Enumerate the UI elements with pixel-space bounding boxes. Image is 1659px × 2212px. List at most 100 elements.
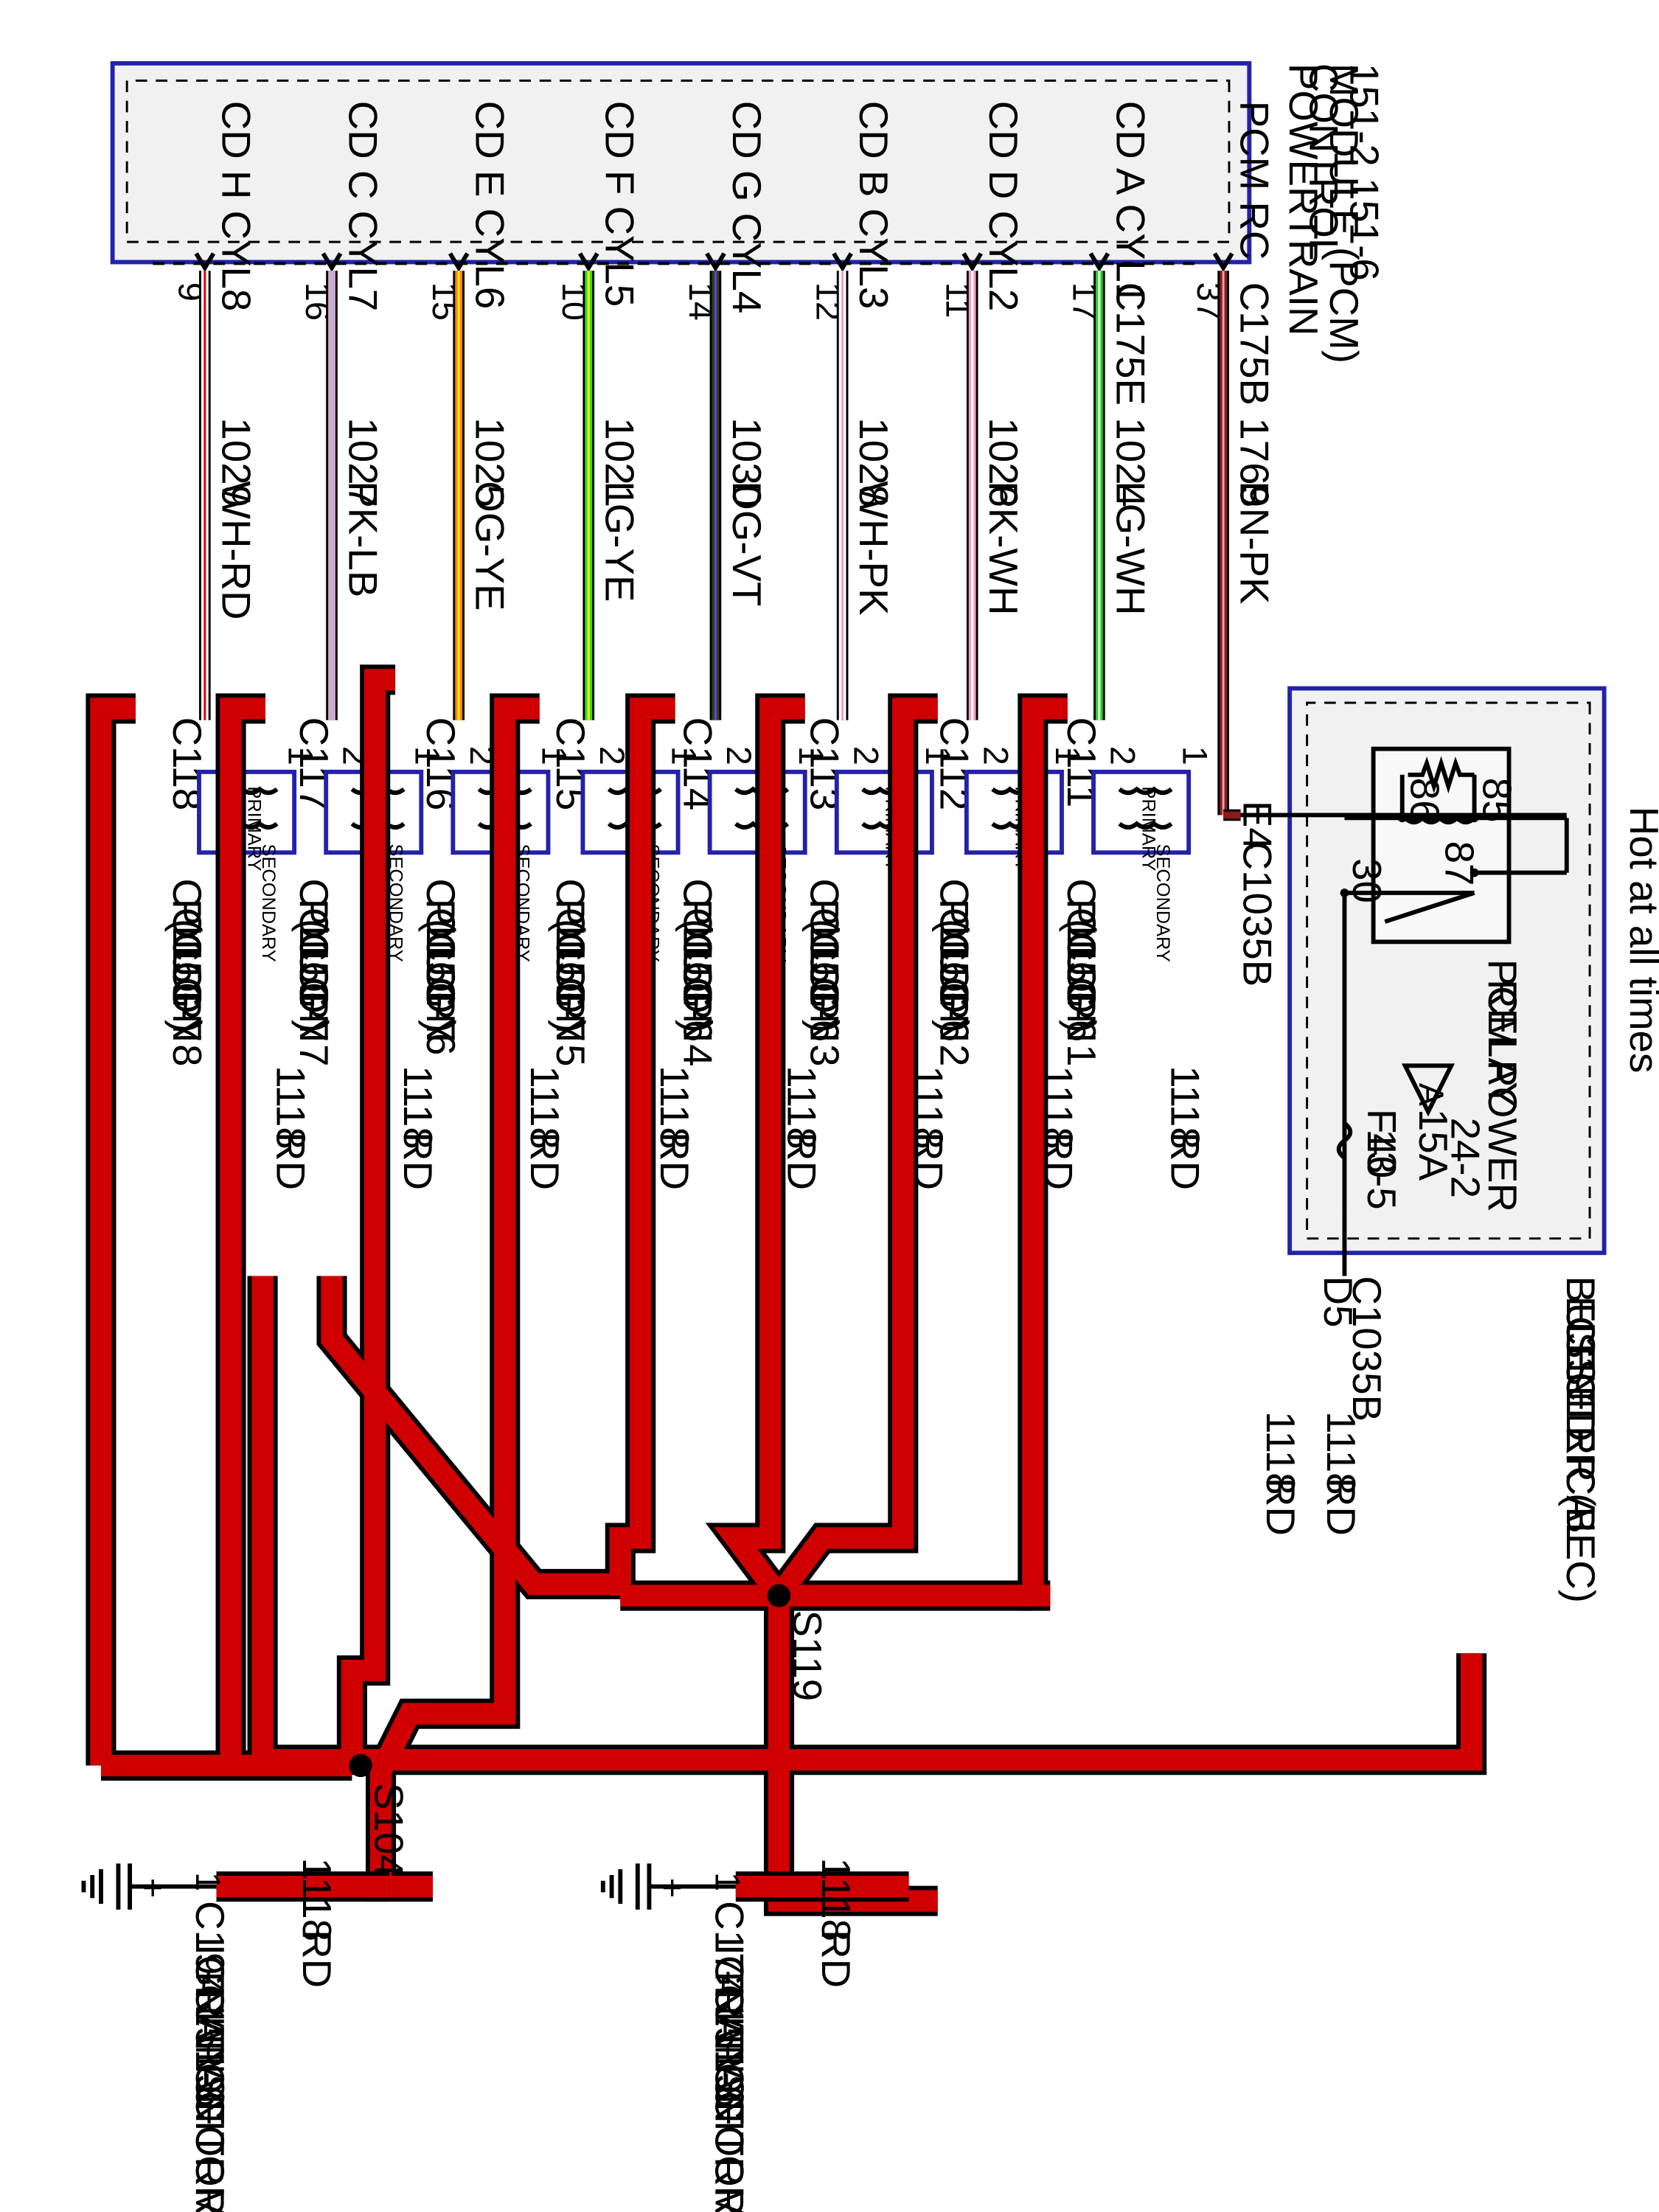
coil-pin-1: 1 — [1175, 746, 1214, 765]
coil-label-line-4: 151-6 — [675, 939, 720, 1042]
coil-label-line-3: (COP) 5 — [548, 919, 594, 1066]
feed-circuit-number: 1118 — [1318, 1411, 1364, 1495]
power-feed-harness: S119 S104 1118RD1118RD1118RD1118RD1118RD… — [86, 664, 1487, 1916]
reference-triangle-icon — [1401, 1063, 1455, 1117]
cap-label-line-4: 151-6 — [187, 2005, 233, 2108]
relay-coil-resistor — [1408, 756, 1475, 794]
feed-color-code: RD — [779, 1132, 824, 1190]
wire-color-code: BN-PK — [1232, 481, 1278, 604]
ground-icon — [81, 1869, 103, 1905]
coil-pin-1: 1 — [281, 746, 319, 765]
coil-label-line-1: COIL ON — [932, 878, 978, 1043]
splice-s119-dot — [767, 1584, 791, 1607]
wire-circuit-number: 1024 — [1107, 417, 1153, 507]
pin-arrow-icon — [1212, 252, 1234, 272]
ground-icon — [600, 1869, 623, 1905]
wire-color-code: DG-VT — [724, 481, 770, 606]
coil-pin-1: 1 — [535, 746, 574, 765]
bec-title-line-2: ELECTRICAL — [1558, 1296, 1604, 1545]
feed-color-code: RD — [268, 1132, 314, 1190]
coil-label-line-3: (COP) 2 — [932, 919, 978, 1066]
feed-wire-labels: 1118RD1118RD1118RD1118RD1118RD1118RD1118… — [268, 1065, 1364, 1536]
bec-title-line-1: BUSSED — [1558, 1276, 1604, 1441]
pcm-pin-label: CD D CYL2 — [981, 101, 1026, 312]
relay-switch-icon — [1384, 891, 1475, 924]
pin-arrow-icon — [961, 252, 983, 272]
pcm-pin-connector: C175B — [1232, 282, 1278, 406]
pin-arrow-icon — [194, 252, 216, 272]
feed-circuit-number: 1118 — [522, 1065, 568, 1150]
cap-plus: + — [134, 1878, 173, 1898]
wire-circuit-number: 1029 — [213, 417, 259, 507]
feed-color-code: RD — [522, 1132, 568, 1190]
coil-label-line-4: 151-7 — [291, 939, 337, 1042]
coil-label-line-4: 151-6 — [932, 939, 978, 1042]
coil-label-line-4: 151-6 — [802, 939, 848, 1042]
pcm-pin-label: CD C CYL7 — [340, 101, 386, 312]
bec-input-pin: E4 — [1235, 801, 1281, 850]
coil-pin-2: 2 — [720, 746, 758, 765]
pcm-title-line-4: 151-2 151-6 — [1341, 63, 1387, 281]
coil-label-line-1: COIL ON — [418, 878, 464, 1043]
reference-letter: A — [1412, 1083, 1450, 1107]
coil-label-line-2: PLUG — [164, 899, 210, 1009]
coil-label-line-3: (COP)6 — [418, 919, 464, 1055]
relay-pin-87: 87 — [1436, 841, 1482, 886]
coil-secondary-label: SECONDARY — [258, 844, 279, 962]
wire-color-code: PK-WH — [981, 481, 1026, 615]
cap-label-line-2: TRANSFORMER — [706, 1964, 752, 2212]
coil-pin-2: 2 — [976, 746, 1015, 765]
coil-secondary-label: SECONDARY — [1152, 844, 1173, 962]
pcm-title-line-1: POWERTRAIN — [1281, 63, 1326, 336]
relay-pin-30: 30 — [1344, 858, 1390, 903]
feed-circuit-number: 1118 — [395, 1065, 441, 1150]
relay-coil-icon — [1403, 815, 1476, 825]
pin-arrow-icon — [832, 252, 853, 272]
wire-color-code: LG-WH — [1107, 481, 1153, 615]
coil-pin-1: 1 — [1048, 746, 1087, 765]
splice-s119-label: S119 — [785, 1610, 830, 1702]
pin-arrow-icon — [578, 252, 599, 272]
fuse-rating: 15A — [1411, 1109, 1456, 1181]
pcm-title: POWERTRAIN CONTROL MODULE (PCM) 151-2 15… — [1281, 63, 1387, 364]
coil-label-line-3: (COP) 3 — [802, 919, 848, 1066]
coil-label-line-3: (COP) 4 — [675, 919, 720, 1066]
feed-color-code: RD — [905, 1132, 951, 1190]
pin-arrow-icon — [1088, 252, 1110, 272]
wire-color-code: LG-YE — [597, 481, 643, 602]
feed-circuit-number: 1118 — [1258, 1411, 1304, 1495]
coil-label-line-2: PLUG — [802, 899, 848, 1009]
wire-circuit-number: 1769 — [1232, 417, 1278, 507]
relay-label-line-1: PCM POWER — [1480, 959, 1526, 1212]
wire-circuit-number: 1021 — [597, 417, 643, 507]
signal-wires: 1769BN-PK1024LG-WH1026PK-WH1028WH-PK1030… — [199, 271, 1278, 821]
coil-pin-2: 2 — [1104, 746, 1142, 765]
fuse-name: F40 — [1359, 1109, 1405, 1178]
feed-color-code: RD — [1318, 1478, 1364, 1536]
coil-label-line-4: 151-7 — [418, 939, 464, 1042]
feed-color-code: RD — [1036, 1132, 1082, 1190]
relay-label-line-2: RELAY — [1480, 979, 1526, 1108]
coil-label-line-2: PLUG — [1059, 899, 1105, 1009]
pin-arrow-icon — [705, 252, 726, 272]
feed-circuit-number: 1118 — [652, 1065, 698, 1150]
coil-label-line-3: (COP) 8 — [164, 919, 210, 1066]
coil-label-line-4: 151-6 — [1059, 939, 1105, 1042]
coil-label-line-4: 151-7 — [164, 939, 210, 1042]
coil-pin-1: 1 — [919, 746, 957, 765]
coil-label-line-1: COIL ON — [1059, 878, 1105, 1043]
wire-circuit-number: 1030 — [724, 417, 770, 507]
